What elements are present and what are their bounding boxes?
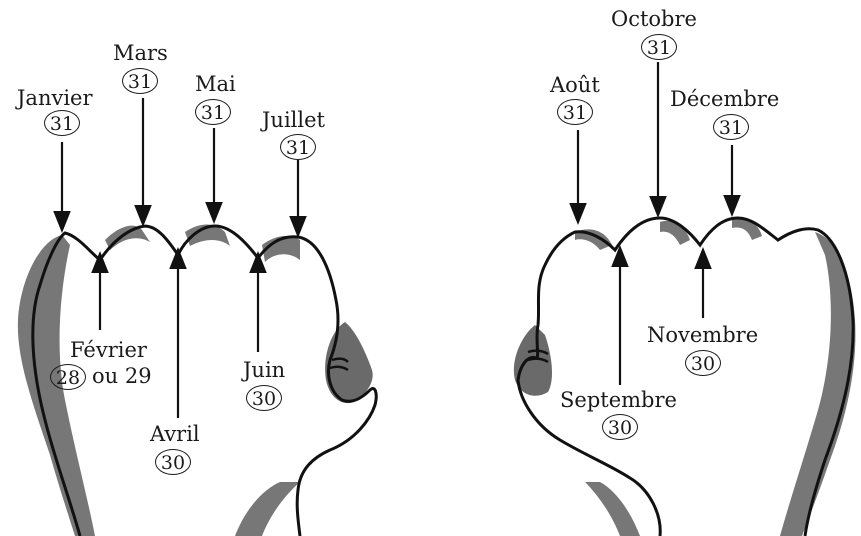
days-badge: 31 <box>280 134 316 160</box>
right-fist <box>513 216 856 536</box>
month-janvier: Janvier 31 <box>17 86 93 136</box>
month-mars: Mars 31 <box>113 41 168 94</box>
month-name: Octobre <box>611 7 697 31</box>
left-fist-shade-knuckles <box>105 224 300 262</box>
days-badge: 28 <box>50 364 86 390</box>
month-days-alt: ou 29 <box>92 364 152 388</box>
days-badge: 31 <box>557 99 593 125</box>
month-name: Avril <box>150 422 200 446</box>
left-fist-thumb-mark <box>329 357 349 372</box>
month-septembre: Septembre 30 <box>560 388 677 440</box>
left-arrows <box>53 98 307 418</box>
days-badge: 31 <box>44 110 80 136</box>
month-juin: Juin 30 <box>243 358 286 411</box>
right-fist-shade-bottom <box>585 482 640 536</box>
month-avril: Avril 30 <box>150 422 200 475</box>
month-novembre: Novembre 30 <box>647 323 759 376</box>
month-name: Novembre <box>647 323 759 347</box>
days-badge: 31 <box>122 68 158 94</box>
days-badge: 30 <box>155 449 191 475</box>
month-name: Août <box>550 73 600 97</box>
right-fist-outline <box>516 216 855 536</box>
right-fist-thumb-mark <box>527 349 549 364</box>
right-fist-shade-edge <box>780 232 856 536</box>
month-juillet: Juillet 31 <box>262 108 325 160</box>
days-badge: 30 <box>685 350 721 376</box>
month-decembre: Décembre 31 <box>670 87 780 140</box>
days-badge: 30 <box>246 385 282 411</box>
left-fist-shade-bottom <box>235 482 300 536</box>
month-name: Décembre <box>670 87 780 111</box>
month-name: Mars <box>113 41 168 65</box>
days-badge: 31 <box>713 114 749 140</box>
month-aout: Août 31 <box>550 73 600 125</box>
month-fevrier: Février 28 ou 29 <box>50 338 152 390</box>
month-name: Janvier <box>17 86 93 110</box>
right-arrows <box>569 62 741 385</box>
right-fist-shade-knuckles <box>575 218 762 250</box>
month-name: Février <box>70 338 147 362</box>
month-name: Juillet <box>262 108 325 132</box>
month-name: Septembre <box>560 388 677 412</box>
right-fist-shade-thumb <box>513 325 552 396</box>
month-name: Juin <box>243 358 286 382</box>
days-badge: 31 <box>641 34 677 60</box>
month-octobre: Octobre 31 <box>611 7 697 60</box>
month-name: Mai <box>195 72 236 96</box>
days-badge: 31 <box>195 99 231 125</box>
days-badge: 30 <box>602 414 638 440</box>
month-mai: Mai 31 <box>195 72 236 125</box>
